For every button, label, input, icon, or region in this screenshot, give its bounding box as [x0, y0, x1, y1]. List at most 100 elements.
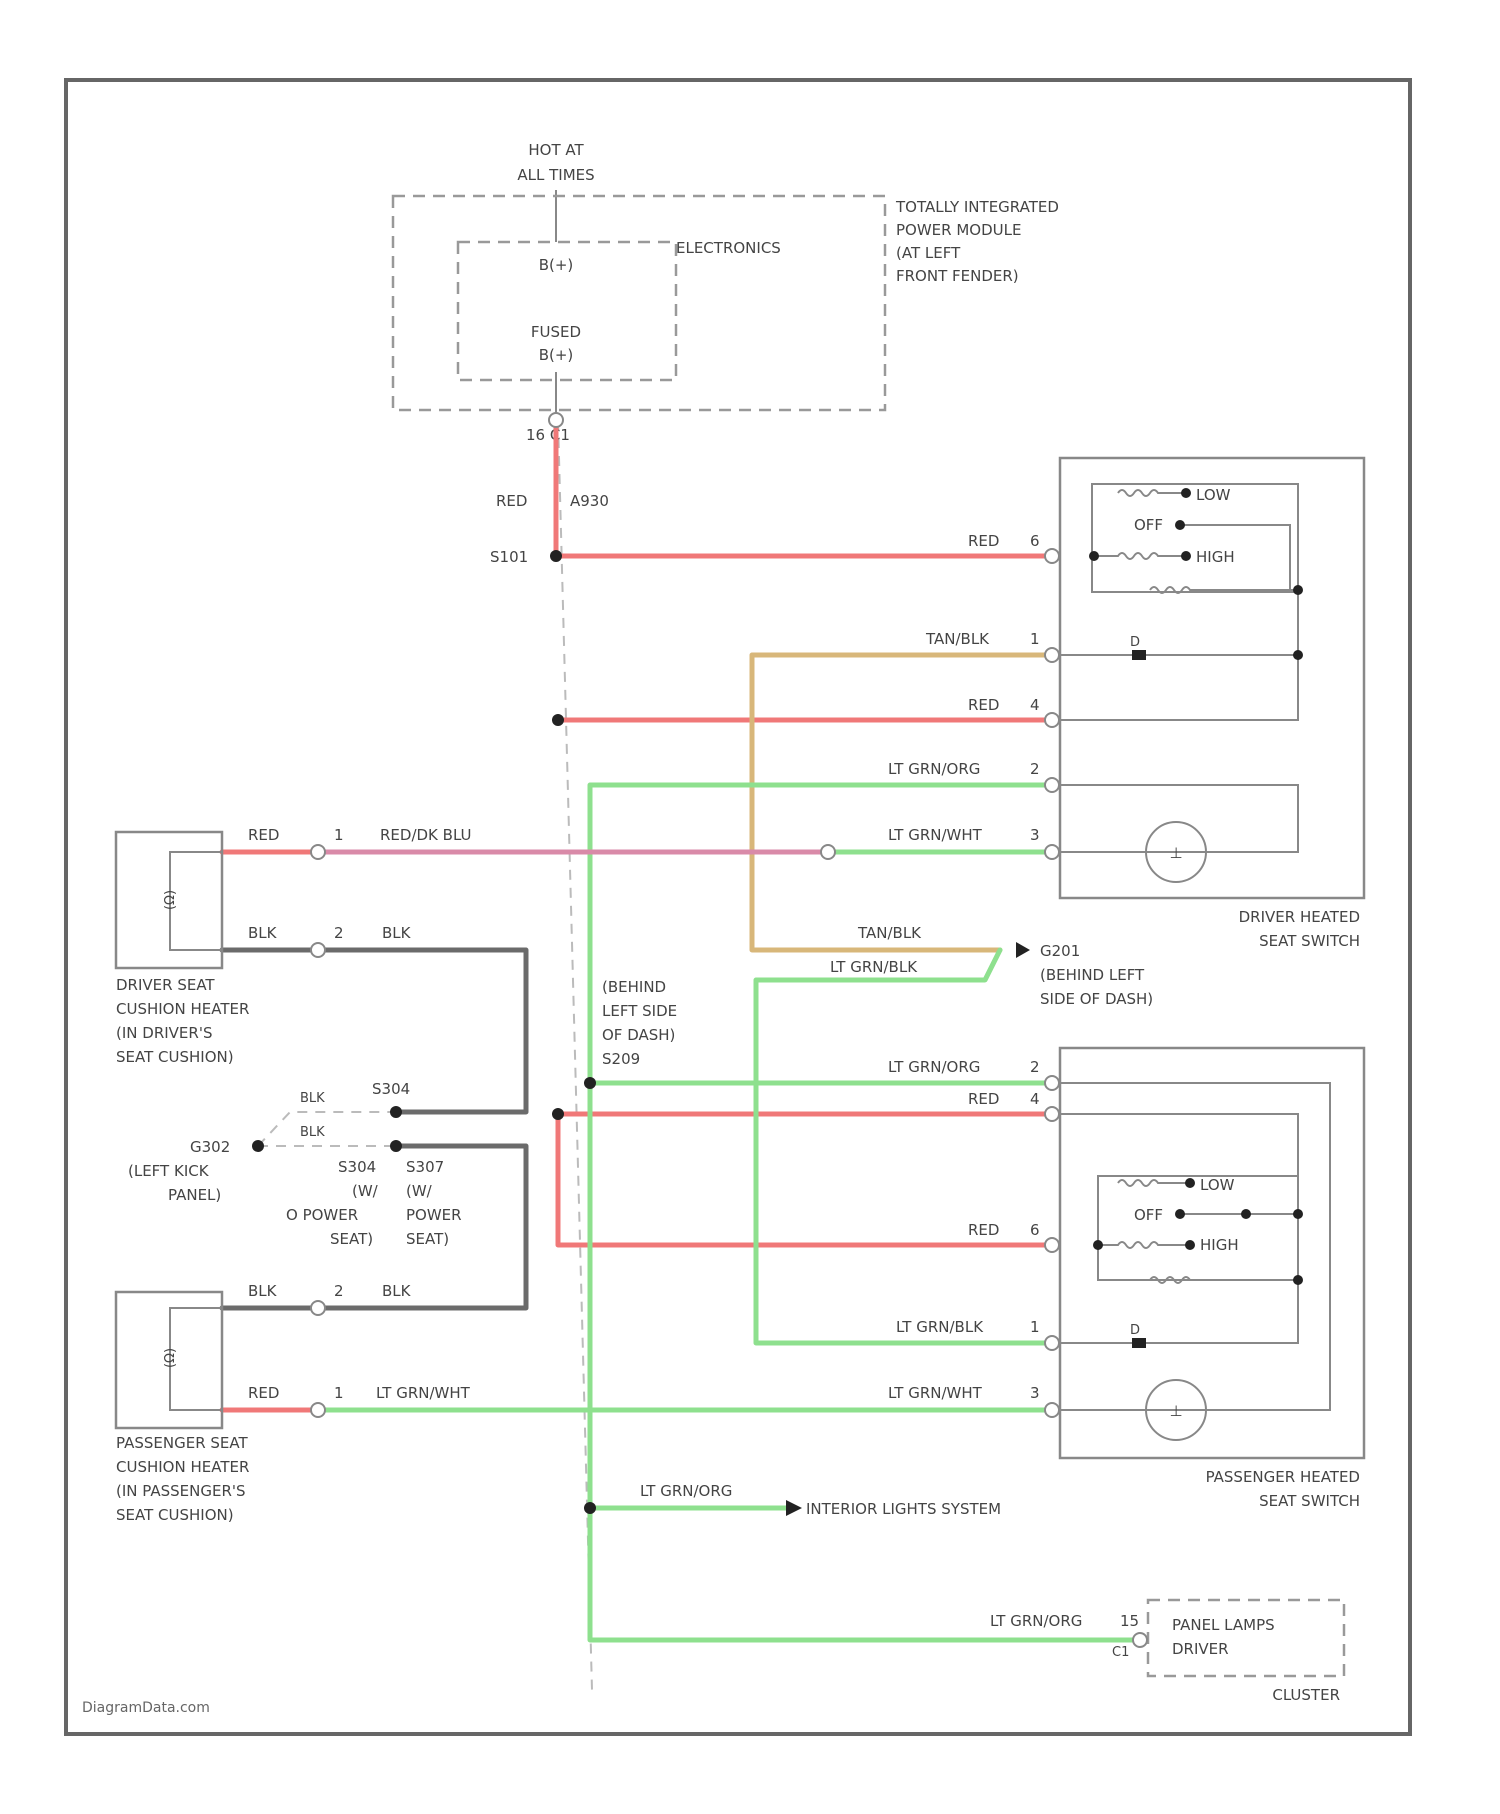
lt-grn-blk-label: LT GRN/BLK [830, 958, 918, 976]
pin3-driver-label: 3 [1030, 826, 1040, 844]
blk-s307-label: BLK [300, 1125, 325, 1140]
tan-blk-2-label: TAN/BLK [857, 924, 922, 942]
driver-switch-low-label: LOW [1196, 486, 1231, 504]
lt-grn-org-2p-label: LT GRN/ORG [888, 1058, 980, 1076]
g302-label-2: PANEL) [168, 1186, 221, 1204]
lt-grn-wht-3p-label: LT GRN/WHT [888, 1384, 983, 1402]
passenger-heated-seat-switch: LOW OFF HIGH D ⊥ PASSENGER HEATED SEAT S… [1060, 1048, 1364, 1510]
g302-id-label: G302 [190, 1138, 230, 1156]
splice-dot-s307 [390, 1140, 402, 1152]
fused-label-1: FUSED [531, 323, 581, 341]
passenger-switch-high-label: HIGH [1200, 1236, 1239, 1254]
g201-ground-icon [1016, 942, 1030, 958]
s304-label: S304 [372, 1080, 410, 1098]
passenger-heater-name-3: (IN PASSENGER'S [116, 1482, 246, 1500]
pin2-heater-label: 2 [334, 924, 344, 942]
s307-b-label-2: (W/ [406, 1182, 433, 1200]
passenger-switch-diode-icon [1132, 1338, 1146, 1348]
terminal-driver-pin6 [1045, 549, 1059, 563]
driver-switch-lamp-loop [1060, 785, 1298, 852]
s304-b-label-3: O POWER [286, 1206, 358, 1224]
red-6-driver-label: RED [968, 532, 999, 550]
terminal-passenger-pin3 [1045, 1403, 1059, 1417]
pin6-pass-label: 6 [1030, 1221, 1040, 1239]
footer-watermark: DiagramData.com [82, 1700, 210, 1716]
s307-b-label-4: SEAT) [406, 1230, 449, 1248]
s307-b-label-1: S307 [406, 1158, 444, 1176]
pin2-pheater-label: 2 [334, 1282, 344, 1300]
driver-switch-name-1: DRIVER HEATED [1239, 908, 1360, 926]
cluster-line-2: DRIVER [1172, 1640, 1229, 1658]
terminal-driver-pin3 [1045, 845, 1059, 859]
tipm-outline [393, 196, 885, 410]
driver-switch-dot-3 [1181, 551, 1191, 561]
g302-dash-1 [258, 1112, 396, 1146]
pin4-driver-label: 4 [1030, 696, 1040, 714]
driver-heater-name-1: DRIVER SEAT [116, 976, 215, 994]
driver-switch-dot-5 [1293, 585, 1303, 595]
driver-switch-diode-icon [1132, 650, 1146, 660]
driver-switch-low-element [1118, 490, 1186, 496]
splice-s101-label: S101 [490, 548, 528, 566]
driver-switch-selector-box [1092, 484, 1298, 592]
pin1-pass-label: 1 [1030, 1318, 1040, 1336]
lt-grn-org-2-label: LT GRN/ORG [888, 760, 980, 778]
terminal-pheater-pin1 [311, 1403, 325, 1417]
splice-dot-s304 [390, 1106, 402, 1118]
passenger-heater-name-1: PASSENGER SEAT [116, 1434, 248, 1452]
g201-label-2: SIDE OF DASH) [1040, 990, 1153, 1008]
lt-grn-blk-wire [756, 950, 1052, 1343]
pin6-driver-label: 6 [1030, 532, 1040, 550]
pin3-pass-label: 3 [1030, 1384, 1040, 1402]
passenger-switch-d-label: D [1130, 1323, 1140, 1338]
lt-grn-org-int-label: LT GRN/ORG [640, 1482, 732, 1500]
s304-b-label-4: SEAT) [330, 1230, 373, 1248]
lt-grn-blk-1p-label: LT GRN/BLK [896, 1318, 984, 1336]
s209-label-4: S209 [602, 1050, 640, 1068]
tan-blk-wire [752, 655, 1052, 950]
passenger-switch-low-label: LOW [1200, 1176, 1235, 1194]
tipm-name-2: POWER MODULE [896, 221, 1021, 239]
passenger-switch-inner-line [1060, 1114, 1298, 1343]
pin1-pheater-label: 1 [334, 1384, 344, 1402]
red-4p-label: RED [968, 1090, 999, 1108]
passenger-switch-dot-7 [1293, 1275, 1303, 1285]
driver-heater-name-3: (IN DRIVER'S [116, 1024, 212, 1042]
blk-left-label: BLK [248, 924, 278, 942]
s209-label-2: LEFT SIDE [602, 1002, 677, 1020]
s304-b-label-2: (W/ [352, 1182, 379, 1200]
driver-switch-dot-4 [1175, 520, 1185, 530]
cluster-name: CLUSTER [1272, 1686, 1340, 1704]
driver-switch-dot-1 [1089, 551, 1099, 561]
splice-dot-g302 [252, 1140, 264, 1152]
driver-heater-symbol: (Ω) [163, 890, 178, 910]
blk-s304-label: BLK [300, 1091, 325, 1106]
driver-switch-high-element [1094, 553, 1186, 559]
terminal-passenger-pin1 [1045, 1336, 1059, 1350]
red-4-driver-label: RED [968, 696, 999, 714]
driver-switch-lamp-glyph: ⊥ [1169, 844, 1182, 862]
g302-label-1: (LEFT KICK [128, 1162, 210, 1180]
driver-heater-name-2: CUSHION HEATER [116, 1000, 249, 1018]
pin1-driver-label: 1 [1030, 630, 1040, 648]
passenger-heater-name-4: SEAT CUSHION) [116, 1506, 234, 1524]
driver-heater-name-4: SEAT CUSHION) [116, 1048, 234, 1066]
blk-p-right-label: BLK [382, 1282, 412, 1300]
passenger-switch-dot-1 [1093, 1240, 1103, 1250]
s304-b-label-1: S304 [338, 1158, 376, 1176]
passenger-switch-dot-6 [1293, 1209, 1303, 1219]
driver-switch-high-label: HIGH [1196, 548, 1235, 566]
passenger-switch-dot-4 [1175, 1209, 1185, 1219]
power-module: HOT AT ALL TIMES ELECTRONICS B(+) FUSED … [393, 141, 1059, 444]
ground-reference-line [558, 420, 592, 1690]
pin-cl-label: 15 [1120, 1612, 1139, 1630]
splice-dot-interior [584, 1502, 596, 1514]
b-plus-label: B(+) [539, 256, 574, 274]
driver-switch-dot-2 [1181, 488, 1191, 498]
hot-label-2: ALL TIMES [517, 166, 594, 184]
passenger-switch-low-element [1118, 1180, 1190, 1186]
tipm-name-4: FRONT FENDER) [896, 267, 1019, 285]
driver-switch-lower-element [1060, 587, 1298, 720]
passenger-switch-name-2: SEAT SWITCH [1259, 1492, 1360, 1510]
